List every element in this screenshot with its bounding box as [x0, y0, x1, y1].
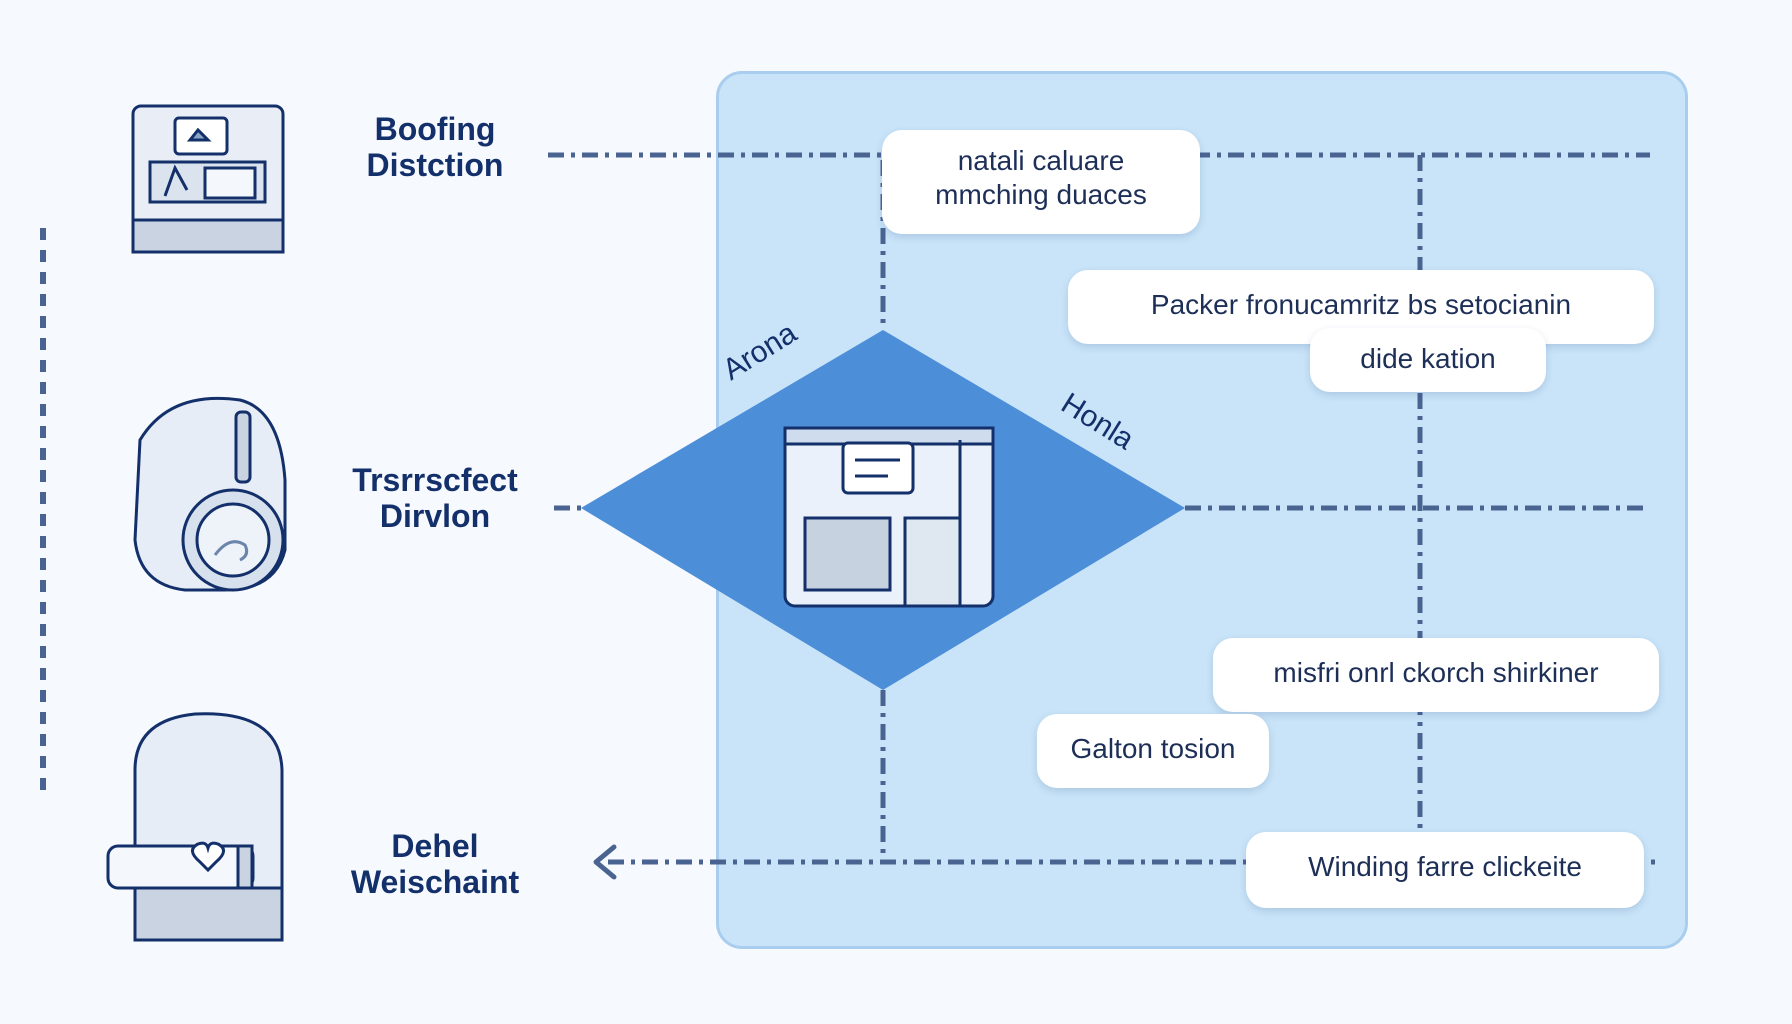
stage-label-2: Trsrrscfect Dirvlon [352, 462, 518, 534]
callout-5: Galton tosion [1037, 714, 1269, 788]
return-arrow-head [593, 844, 617, 880]
stage-label-3: Dehel Weischaint [350, 828, 520, 900]
machine-cabinet-icon [783, 426, 995, 608]
callout-6: Winding farre clickeite [1246, 832, 1644, 908]
tank-valve-icon [133, 396, 287, 592]
storage-unit-icon [131, 104, 285, 254]
callout-3: dide kation [1310, 328, 1546, 392]
secure-container-icon [106, 712, 284, 942]
callout-1: natali caluare mmching duaces [882, 130, 1200, 234]
stage-label-1: Boofing Distction [366, 111, 504, 183]
callout-4: misfri onrl ckorch shirkiner [1213, 638, 1659, 712]
